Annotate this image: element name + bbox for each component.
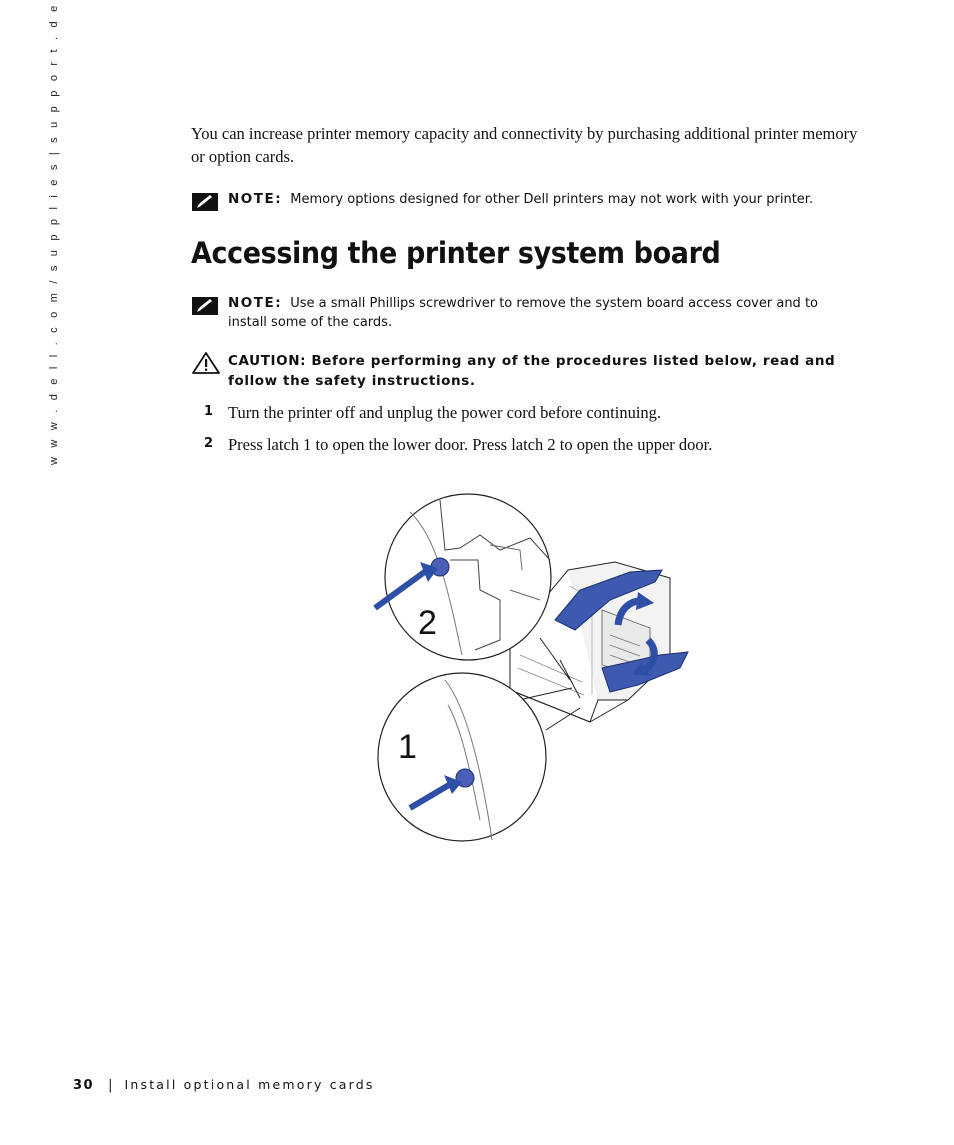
warning-triangle-icon [192,352,220,374]
caution-block: CAUTION: Before performing any of the pr… [191,351,861,391]
section-heading: Accessing the printer system board [191,236,721,270]
upper-door [554,569,663,631]
note-text: Use a small Phillips screwdriver to remo… [228,296,818,330]
step-number: 2 [204,436,214,451]
caution-text: CAUTION: Before performing any of the pr… [228,353,836,389]
note-screwdriver: NOTE: Use a small Phillips screwdriver t… [191,294,861,332]
note-memory-options: NOTE: Memory options designed for other … [191,190,861,211]
latch-1-inset: 1 [377,672,547,842]
callout-1: 1 [398,728,417,766]
note-text: Memory options designed for other Dell p… [290,192,814,207]
note-pencil-icon [192,297,218,315]
page-number: 30 [73,1078,95,1093]
note-pencil-icon [192,193,218,211]
step-number: 1 [204,404,214,419]
intro-paragraph: You can increase printer memory capacity… [191,124,858,166]
arrow-head [632,662,650,676]
latch-2-inset: 2 [373,493,552,661]
printer-door-illustration: 2 1 [373,493,689,842]
side-url: w w w . d e l l . c o m / s u p p l i e … [48,0,60,465]
note-label: NOTE: [228,191,283,207]
note-label: NOTE: [228,295,283,311]
page-footer: 30 | Install optional memory cards [73,1077,375,1093]
step-text: Turn the printer off and unplug the powe… [228,403,662,422]
footer-title: Install optional memory cards [124,1077,375,1092]
arrow-head [636,592,654,610]
footer-separator: | [108,1078,113,1093]
step-2: 2 Press latch 1 to open the lower door. … [191,434,861,456]
step-text: Press latch 1 to open the lower door. Pr… [228,435,713,454]
step-1: 1 Turn the printer off and unplug the po… [191,402,861,424]
callout-2: 2 [418,604,437,642]
